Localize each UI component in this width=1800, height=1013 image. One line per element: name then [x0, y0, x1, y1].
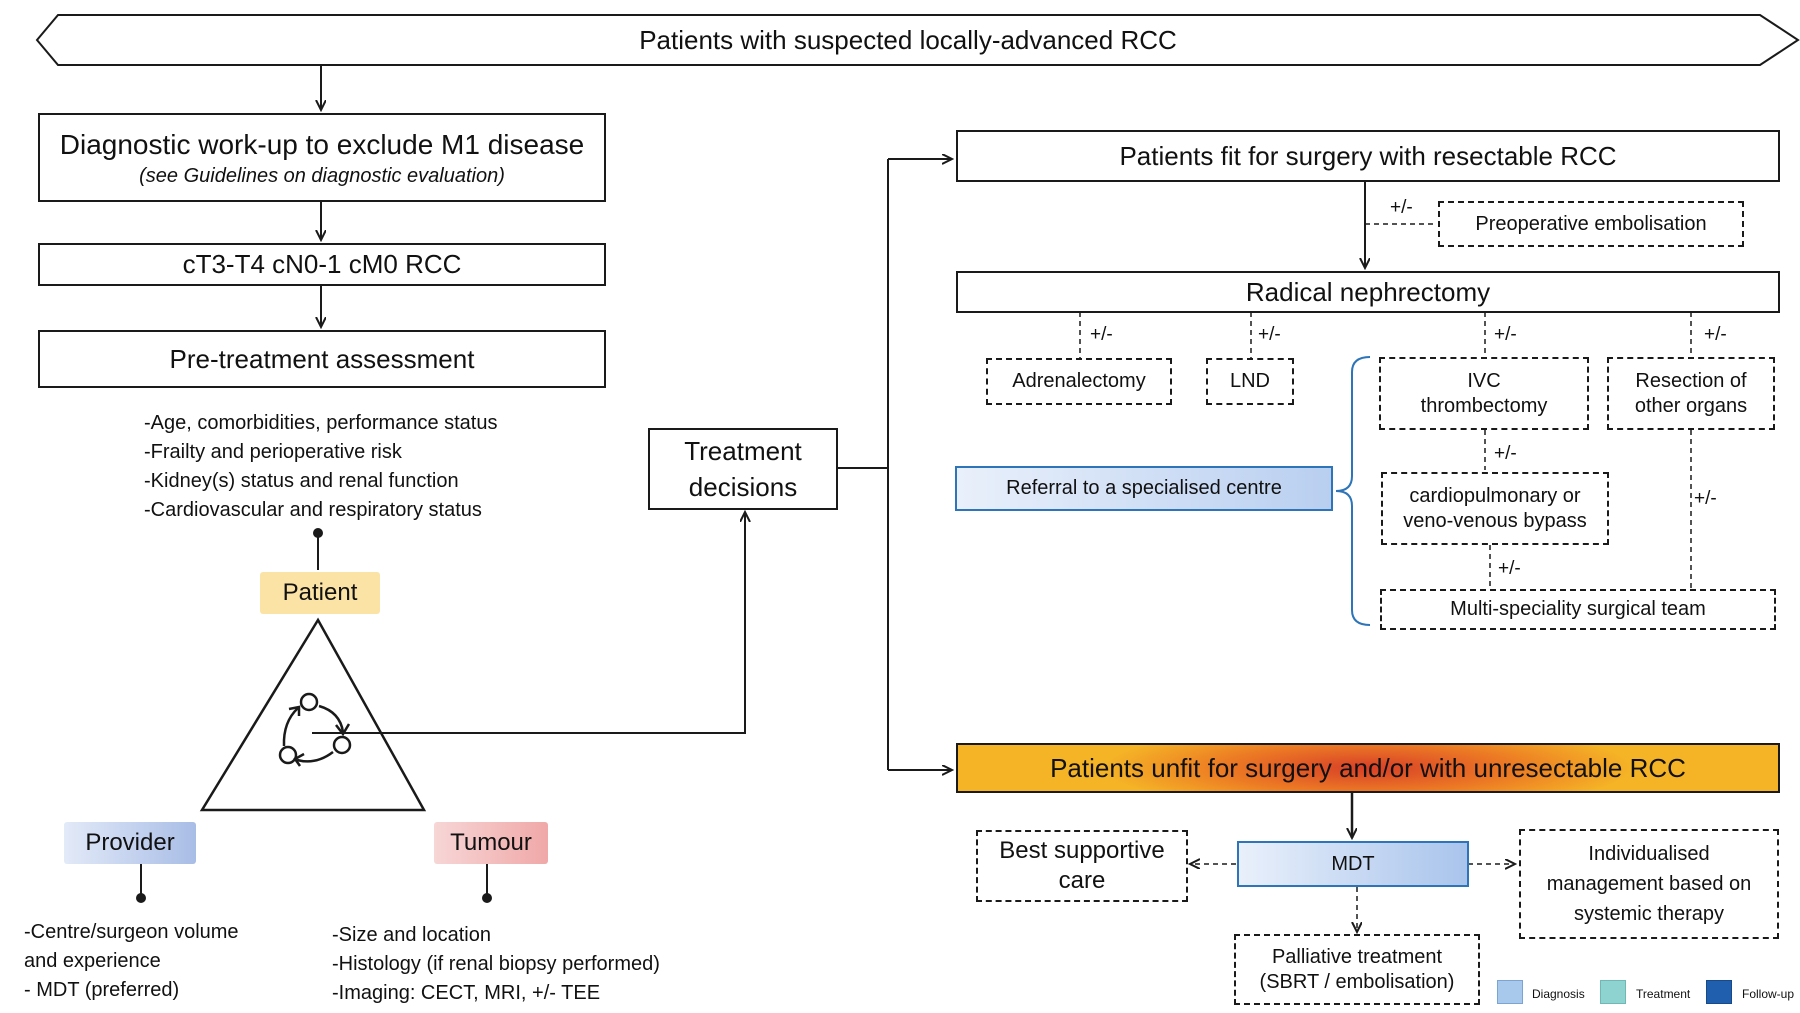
legend-swatch-follow-up	[1706, 980, 1732, 1004]
lnd-optional: +/-	[1258, 324, 1281, 345]
legend-label-treatment: Treatment	[1636, 987, 1691, 1001]
header-banner-shape	[35, 14, 1800, 66]
individualised-management-box: Individualised management based on syste…	[1519, 829, 1779, 939]
workup-box: Diagnostic work-up to exclude M1 disease…	[38, 113, 606, 202]
legend-swatch-diagnosis	[1497, 980, 1523, 1004]
team-optional-left: +/-	[1498, 558, 1521, 579]
palliative-treatment-box: Palliative treatment (SBRT / embolisatio…	[1234, 934, 1480, 1005]
stage-box: cT3-T4 cN0-1 cM0 RCC	[38, 243, 606, 286]
nephrectomy-box: Radical nephrectomy	[956, 271, 1780, 313]
patient-label: Patient	[260, 572, 380, 614]
legend-label-diagnosis: Diagnosis	[1532, 987, 1585, 1001]
resection-optional: +/-	[1704, 324, 1727, 345]
best-supportive-care-box: Best supportive care	[976, 830, 1188, 902]
unfit-for-surgery-box: Patients unfit for surgery and/or with u…	[956, 743, 1780, 793]
fit-for-surgery-box: Patients fit for surgery with resectable…	[956, 130, 1780, 182]
adrenalectomy-box: Adrenalectomy	[986, 358, 1172, 405]
bypass-box: cardiopulmonary or veno-venous bypass	[1381, 472, 1609, 545]
referral-brace	[1335, 356, 1371, 626]
cycle-icon	[278, 692, 352, 767]
header-title: Patients with suspected locally-advanced…	[639, 24, 1177, 55]
mdt-box: MDT	[1237, 841, 1469, 887]
multispeciality-team-box: Multi-speciality surgical team	[1380, 589, 1776, 630]
factors-triangle	[199, 617, 427, 812]
patient-factors: -Age, comorbidities, performance status …	[144, 412, 498, 521]
legend-label-follow-up: Follow-up	[1742, 987, 1795, 1001]
workup-title: Diagnostic work-up to exclude M1 disease	[59, 128, 585, 160]
adrenalectomy-optional: +/-	[1090, 324, 1113, 345]
lnd-box: LND	[1206, 358, 1294, 405]
workup-subtitle: (see Guidelines on diagnostic evaluation…	[139, 164, 505, 187]
provider-factors: -Centre/surgeon volume and experience - …	[24, 921, 239, 1001]
referral-box: Referral to a specialised centre	[955, 466, 1333, 511]
tumour-factors: -Size and location -Histology (if renal …	[332, 924, 660, 1004]
team-optional-right: +/-	[1694, 488, 1717, 509]
provider-dot	[136, 893, 146, 903]
treatment-decisions-box: Treatment decisions	[648, 428, 838, 510]
provider-label: Provider	[64, 822, 196, 864]
assessment-box: Pre-treatment assessment	[38, 330, 606, 388]
bypass-optional: +/-	[1494, 443, 1517, 464]
embolisation-optional: +/-	[1390, 197, 1413, 218]
resection-box: Resection of other organs	[1607, 357, 1775, 430]
patient-dot	[313, 528, 323, 538]
ivc-thrombectomy-box: IVC thrombectomy	[1379, 357, 1589, 430]
legend-swatch-treatment	[1600, 980, 1626, 1004]
ivc-optional: +/-	[1494, 324, 1517, 345]
tumour-label: Tumour	[434, 822, 548, 864]
embolisation-box: Preoperative embolisation	[1438, 201, 1744, 247]
tumour-dot	[482, 893, 492, 903]
arrow-to-decisions	[312, 512, 745, 734]
